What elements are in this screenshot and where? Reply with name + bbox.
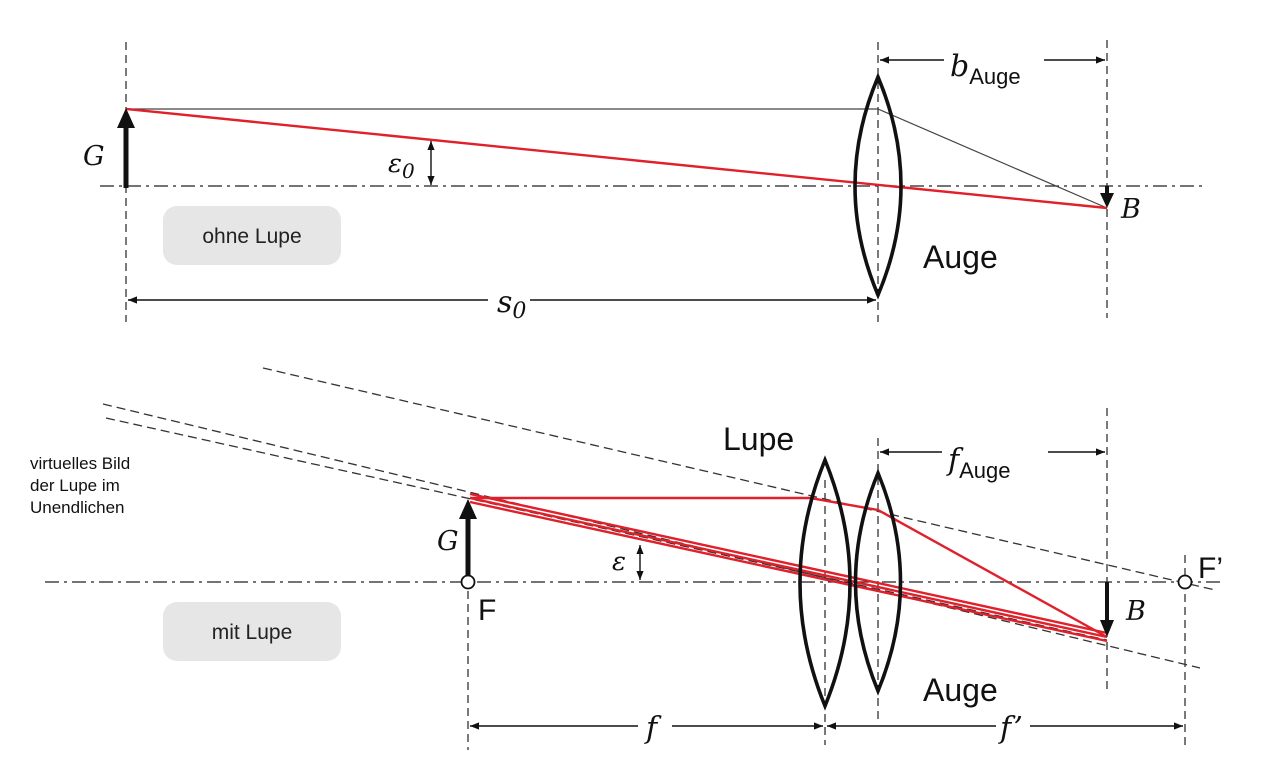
distance-label: s0: [497, 285, 526, 324]
central-ray-magnifier: [469, 496, 1108, 639]
angle-label-magnifier: ε: [612, 547, 626, 577]
panel-with-magnifier: mit Lupe virtuelles Bild der Lupe im Une…: [30, 367, 1225, 750]
magnifier-label: Lupe: [723, 421, 794, 457]
image-focal-label: f’: [998, 711, 1023, 746]
eye-label: Auge: [923, 239, 998, 275]
central-ray-magnifier-3: [469, 492, 1108, 635]
virtual-image-note: virtuelles Bild der Lupe im Unendlichen: [30, 454, 135, 517]
image-focal-point-label: F’: [1198, 552, 1223, 585]
focal-point-label: F: [478, 594, 496, 627]
image-label-magnifier: B: [1125, 596, 1146, 627]
virtual-ray-upper: [262, 367, 1216, 591]
object-arrowhead-magnifier: [459, 499, 477, 519]
angle-label: ε0: [388, 149, 415, 183]
object-label: G: [83, 141, 105, 172]
badge-with-magnifier: mit Lupe: [212, 621, 293, 644]
image-arrowhead: [1100, 193, 1114, 208]
badge-without-magnifier: ohne Lupe: [202, 225, 301, 248]
focal-label: f: [644, 711, 662, 746]
object-label-magnifier: G: [437, 526, 459, 557]
eye-lens: [853, 72, 903, 300]
virtual-ray-middle: [102, 403, 1201, 669]
image-arrowhead-magnifier: [1100, 620, 1114, 637]
magnifier-lens: [798, 455, 852, 711]
badge-without-magnifier-bg: [163, 206, 341, 265]
focal-point-marker: [460, 574, 476, 590]
image-label: B: [1120, 194, 1141, 225]
image-distance-label: bAuge: [950, 49, 1021, 89]
object-arrowhead: [117, 108, 135, 128]
central-ray: [125, 107, 1108, 210]
eye-focal-label: fAuge: [946, 443, 1011, 483]
image-focal-point-marker: [1177, 574, 1193, 590]
parallel-ray-magnifier: [470, 496, 1108, 639]
central-ray-magnifier-2: [469, 500, 1108, 643]
eye-lens-magnifier: [853, 468, 903, 696]
eye-label-magnifier: Auge: [923, 672, 998, 708]
refracted-ray: [877, 108, 1108, 209]
badge-with-magnifier-bg: [163, 602, 341, 661]
panel-without-magnifier: ohne Lupe G B ε0 s0 bAuge Auge: [83, 40, 1205, 324]
